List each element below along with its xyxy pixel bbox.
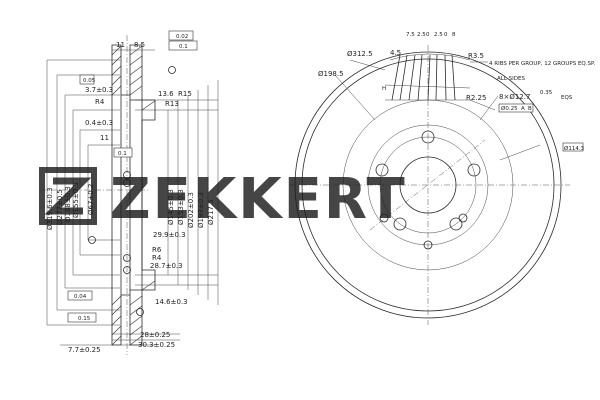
logo-z-mark <box>44 177 92 215</box>
front-label: Ø114.3 <box>564 145 585 152</box>
leader-line <box>479 95 499 121</box>
dim-label: R6 <box>152 246 162 254</box>
front-label: Ø312.5 <box>347 50 373 58</box>
callout-label: 0.15 <box>78 316 91 322</box>
tolerance-box <box>79 74 95 85</box>
dim-label: Ø319.6±0.3 <box>46 187 54 230</box>
rib-dim: 8 <box>452 32 456 38</box>
front-label: EQS <box>561 95 573 101</box>
datum-marker <box>123 171 131 179</box>
datum-marker <box>123 179 131 187</box>
leader-line <box>334 74 376 121</box>
datum-marker <box>168 66 176 74</box>
front-label: 0.35 <box>540 90 553 96</box>
front-label: A <box>521 106 525 112</box>
front-note: ALL SIDES <box>497 76 525 82</box>
front-label: Ø0.25 <box>501 105 518 112</box>
vent-edges <box>121 94 130 296</box>
bolt-hole <box>421 130 435 144</box>
front-label: Ø198.5 <box>318 70 344 78</box>
dim-label: 3.7±0.3 <box>85 86 113 94</box>
dim-label: 8.5 <box>134 41 145 49</box>
dim-label: R15 <box>178 90 192 98</box>
rib-dim: 0 <box>444 32 448 38</box>
datum-marker <box>123 254 131 262</box>
tolerance-box <box>168 40 198 51</box>
dim-label: 30.3±0.25 <box>138 341 175 349</box>
rib-dim: 0 <box>426 32 430 38</box>
dim-label: Ø155±0.5 <box>72 182 80 218</box>
front-label: H <box>382 86 386 92</box>
diameter-box <box>562 142 584 152</box>
rib-dim: 2.5 <box>434 32 443 38</box>
dim-label: R4 <box>95 98 105 106</box>
leader-line <box>349 59 386 71</box>
dim-label: R13 <box>165 100 179 108</box>
position-tolerance-box <box>498 103 534 113</box>
locator-hole <box>423 240 433 250</box>
section-hatching <box>111 45 156 346</box>
callout-label: 0.1 <box>118 151 127 157</box>
front-view <box>290 45 584 325</box>
dim-label: 29.9±0.3 <box>153 231 186 239</box>
dim-label: Ø145±0.3 <box>167 189 175 225</box>
tolerance-box <box>67 290 93 301</box>
dim-label: 0.4±0.3 <box>85 119 113 127</box>
datum-marker <box>136 308 144 316</box>
dim-label: 28±0.25 <box>140 331 170 339</box>
front-note: 4 RIBS PER GROUP, 12 GROUPS EQ.SP. <box>489 61 595 67</box>
zekkert-logo: ZEKKERT <box>39 167 407 232</box>
dim-label: 11 <box>100 134 109 142</box>
tolerance-box <box>67 312 97 323</box>
dim-label: 14.6±0.3 <box>155 298 188 306</box>
dim-label: R4 <box>152 254 162 262</box>
leader-line <box>499 144 541 161</box>
dim-label: 11 <box>116 41 125 49</box>
datum-marker <box>88 236 96 244</box>
logo-z-box <box>39 167 97 225</box>
dim-label: Ø217.5 <box>207 199 215 225</box>
front-label: 8×Ø12.7 <box>499 93 530 101</box>
callout-label: 0.02 <box>176 34 188 40</box>
callout-label: 0.1 <box>179 44 188 50</box>
brand-name: ZEKKERT <box>110 167 407 232</box>
dim-label: Ø188±0.3 <box>64 186 72 222</box>
locator-hole <box>379 213 389 223</box>
dim-label: 7.7±0.25 <box>68 346 101 354</box>
tolerance-box <box>113 147 133 158</box>
leader-line <box>469 99 496 111</box>
diagonal-axis <box>369 139 486 231</box>
front-label: R2.25 <box>466 94 486 102</box>
tolerance-box <box>168 30 194 41</box>
bolt-hole <box>393 217 407 231</box>
callout-label: 0.05 <box>83 78 96 84</box>
section-view <box>40 30 219 355</box>
dim-label: Ø202±0.3 <box>187 192 195 228</box>
front-label: 4.5 <box>390 49 401 57</box>
bolt-hole <box>467 163 481 177</box>
callout-label: 0.04 <box>74 294 87 300</box>
rib-dim: 7.5 <box>406 32 415 38</box>
dim-label: 13.6 <box>158 90 174 98</box>
vent-ribs <box>384 53 471 101</box>
locator-hole <box>458 213 468 223</box>
datum-marker <box>123 266 131 274</box>
bolt-hole <box>375 163 389 177</box>
dim-label: Ø153±0.3 <box>177 189 185 225</box>
dim-label: 28.7±0.3 <box>150 262 183 270</box>
front-label: R3.5 <box>468 52 484 60</box>
front-label: B <box>528 106 532 112</box>
rib-dim: 2.5 <box>417 32 426 38</box>
dim-label: Ø193±0.3 <box>197 192 205 228</box>
bolt-hole <box>449 217 463 231</box>
